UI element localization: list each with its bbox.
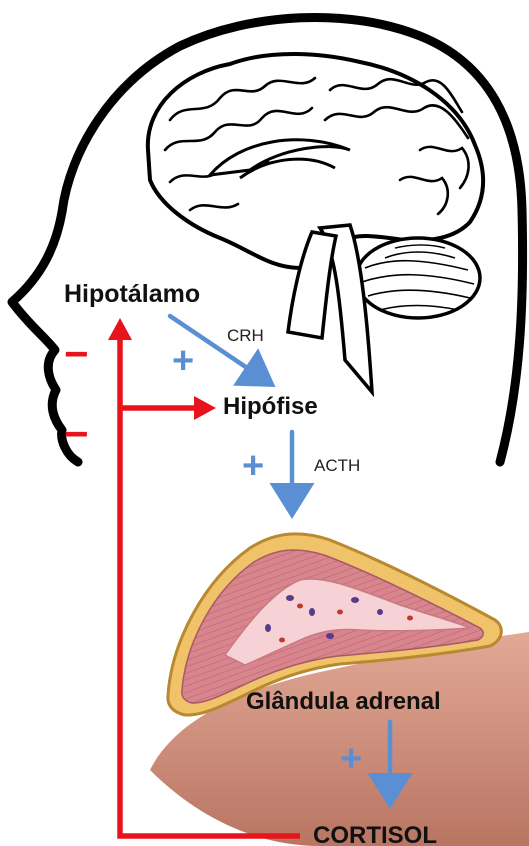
brain-icon [148, 54, 483, 392]
positive-sign-adrenal: + [340, 738, 362, 781]
adrenal-gland-label: Glândula adrenal [246, 688, 441, 716]
pituitary-label: Hipófise [223, 393, 318, 421]
cortisol-label: CORTISOL [313, 822, 437, 846]
negative-sign-pituitary: − [64, 410, 89, 458]
acth-label: ACTH [314, 456, 360, 476]
crh-label: CRH [227, 326, 264, 346]
positive-sign-acth: + [242, 445, 264, 488]
hypothalamus-label: Hipotálamo [64, 280, 200, 309]
feedback-arrowhead-hypothalamus [108, 318, 132, 340]
negative-sign-hypothalamus: − [64, 330, 89, 378]
feedback-arrowhead-pituitary [194, 396, 216, 420]
positive-sign-crh: + [172, 340, 194, 383]
